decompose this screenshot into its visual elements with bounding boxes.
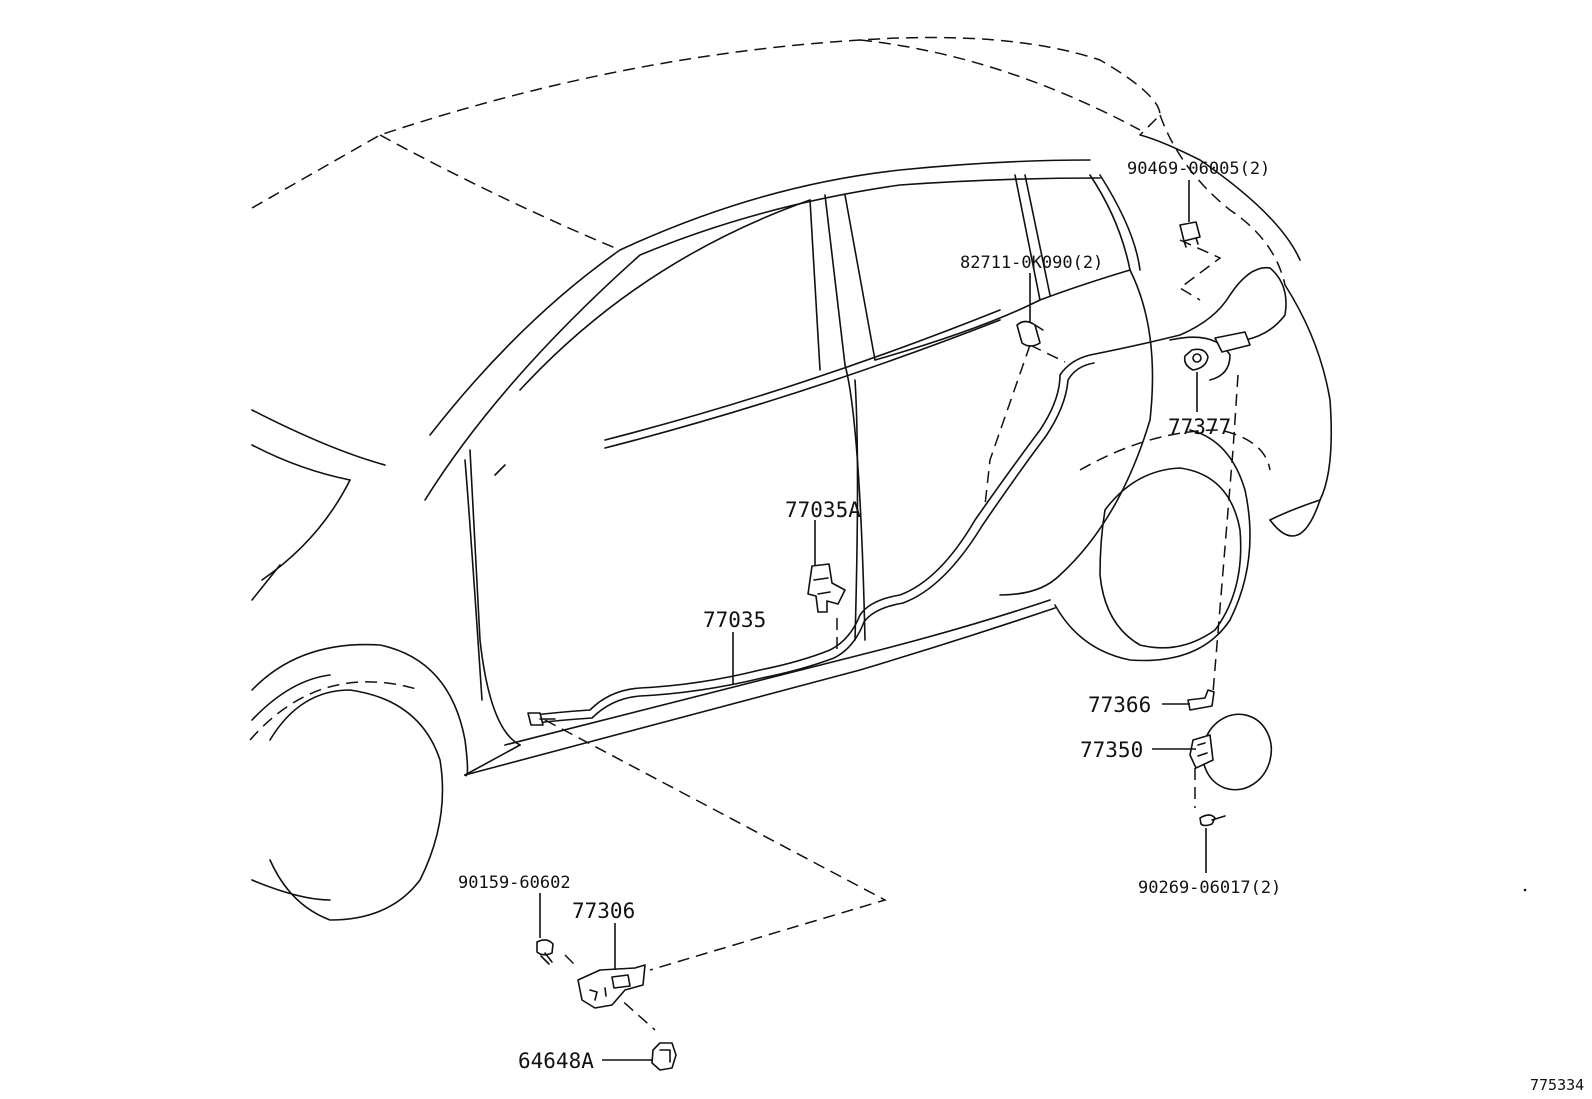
label-77366: 77366 bbox=[1088, 693, 1151, 717]
part-77377-grommet-icon bbox=[1183, 348, 1209, 371]
part-labels: 90469-06005(2) 82711-0K090(2) 77377 7703… bbox=[458, 159, 1584, 1094]
part-64648A-clip-icon bbox=[651, 1042, 677, 1071]
routing-dashed-lines bbox=[544, 239, 1239, 1031]
label-77377: 77377 bbox=[1168, 415, 1231, 439]
label-77035: 77035 bbox=[703, 608, 766, 632]
label-77035a: 77035A bbox=[785, 498, 861, 522]
part-77366-spring-icon bbox=[1187, 689, 1215, 711]
label-90469-06005: 90469-06005(2) bbox=[1127, 159, 1270, 179]
fuel-lid-release-cable bbox=[527, 266, 1287, 726]
label-90159-60602: 90159-60602 bbox=[458, 873, 571, 893]
label-77350: 77350 bbox=[1080, 738, 1143, 762]
label-90269-06017: 90269-06017(2) bbox=[1138, 878, 1281, 898]
part-90469-clip-icon bbox=[1179, 221, 1201, 248]
part-82711-clamp-icon bbox=[1016, 320, 1044, 347]
part-90269-screw-icon bbox=[1199, 814, 1226, 827]
label-64648a: 64648A bbox=[518, 1049, 594, 1073]
reference-number: 775334 bbox=[1530, 1076, 1584, 1094]
label-82711-0k090: 82711-0K090(2) bbox=[960, 253, 1103, 273]
part-77035A-clamp-icon bbox=[807, 563, 846, 613]
part-90159-screw-icon bbox=[536, 939, 554, 965]
car-body-outline bbox=[249, 36, 1527, 921]
part-77306-bracket-icon bbox=[577, 964, 646, 1009]
label-77306: 77306 bbox=[572, 899, 635, 923]
label-leader-lines bbox=[539, 180, 1207, 1061]
part-77350-fuel-lid-icon bbox=[1189, 713, 1273, 791]
